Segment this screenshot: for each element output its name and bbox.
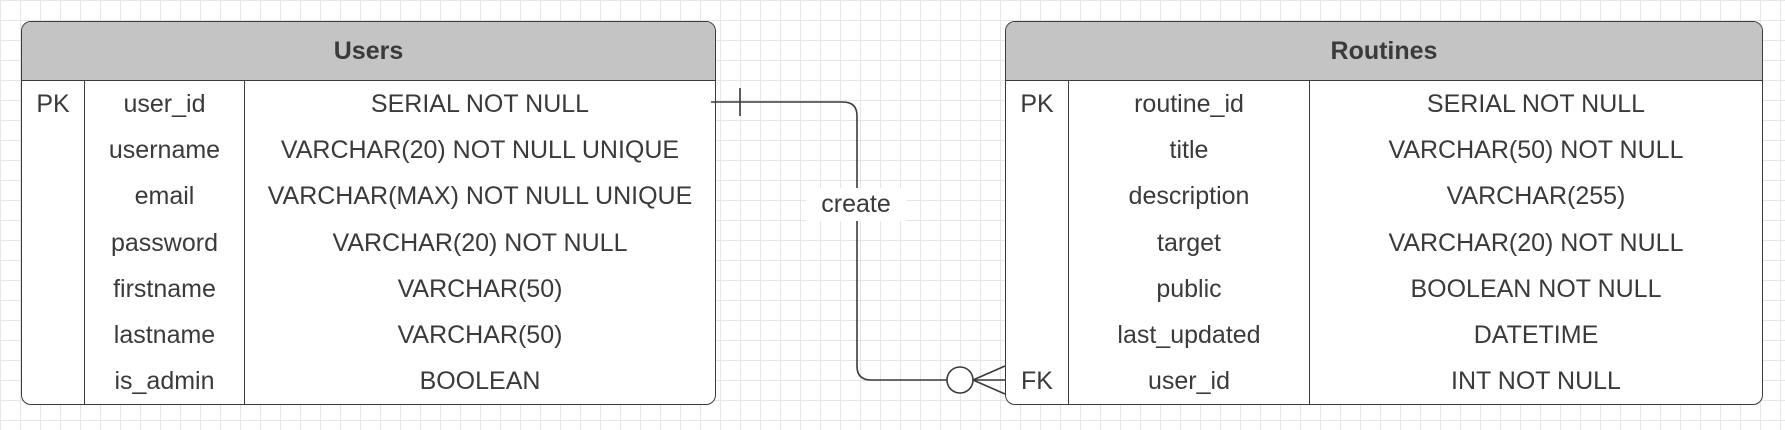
- relationship-line: [711, 101, 947, 381]
- users-field-name: is_admin: [114, 367, 215, 396]
- routines-row-key: FK: [1021, 367, 1053, 396]
- users-field-type: SERIAL NOT NULL: [370, 89, 590, 118]
- users-field-name: password: [111, 228, 218, 257]
- routines-row-key: [1006, 312, 1068, 358]
- users-row-key: [22, 220, 84, 266]
- users-row-key: [22, 359, 84, 404]
- routines-field-type: VARCHAR(20) NOT NULL: [1388, 228, 1684, 257]
- crowfoot-lower-prong: [972, 379, 1006, 395]
- routines-row-key: [1006, 174, 1068, 220]
- users-row-key: [22, 127, 84, 173]
- users-row-key: [22, 174, 84, 220]
- routines-row-key: [1006, 266, 1068, 312]
- routines-field-type: DATETIME: [1473, 321, 1599, 350]
- routines-row-key: [1006, 220, 1068, 266]
- routines-field-type: INT NOT NULL: [1451, 367, 1621, 396]
- routines-type-column: SERIAL NOT NULL VARCHAR(50) NOT NULL VAR…: [1309, 81, 1762, 404]
- users-entity-title: Users: [22, 22, 715, 81]
- crowfoot-upper-prong: [972, 365, 1006, 381]
- routines-field-name: user_id: [1148, 367, 1230, 396]
- routines-field-type: SERIAL NOT NULL: [1426, 89, 1646, 118]
- users-field-type: BOOLEAN: [419, 367, 541, 396]
- routines-entity-body: PK FK routine_id title description targe…: [1006, 81, 1762, 404]
- routines-key-column: PK FK: [1006, 81, 1068, 404]
- routines-field-type: BOOLEAN NOT NULL: [1410, 274, 1662, 303]
- zero-cardinality-circle: [946, 366, 974, 394]
- users-row-key: [22, 266, 84, 312]
- routines-field-name: last_updated: [1117, 321, 1261, 350]
- users-field-name: user_id: [123, 89, 206, 118]
- routines-row-key: [1006, 127, 1068, 173]
- users-entity[interactable]: Users PK user_id username email password…: [21, 21, 716, 405]
- routines-field-name: description: [1128, 182, 1250, 211]
- users-field-type: VARCHAR(50): [397, 321, 563, 350]
- users-row-key: PK: [36, 89, 70, 118]
- users-field-type: VARCHAR(MAX) NOT NULL UNIQUE: [267, 182, 693, 211]
- users-field-type: VARCHAR(50): [397, 274, 563, 303]
- routines-entity-title: Routines: [1006, 22, 1762, 81]
- users-field-name: firstname: [113, 274, 216, 303]
- users-row-key: [22, 312, 84, 358]
- users-field-name: email: [134, 182, 195, 211]
- routines-field-type: VARCHAR(255): [1446, 182, 1626, 211]
- users-field-name: lastname: [113, 321, 216, 350]
- users-field-type: VARCHAR(20) NOT NULL: [332, 228, 628, 257]
- relationship-label: create: [806, 188, 906, 221]
- routines-field-name: target: [1157, 228, 1221, 257]
- routines-entity[interactable]: Routines PK FK routine_id title descript…: [1005, 21, 1763, 405]
- routines-field-type: VARCHAR(50) NOT NULL: [1388, 135, 1684, 164]
- users-field-name: username: [108, 135, 221, 164]
- routines-field-name: public: [1156, 274, 1222, 303]
- users-entity-body: PK user_id username email password first…: [22, 81, 715, 404]
- users-field-type: VARCHAR(20) NOT NULL UNIQUE: [280, 135, 680, 164]
- users-type-column: SERIAL NOT NULL VARCHAR(20) NOT NULL UNI…: [244, 81, 715, 404]
- users-name-column: user_id username email password firstnam…: [84, 81, 244, 404]
- routines-field-name: routine_id: [1134, 89, 1244, 118]
- routines-name-column: routine_id title description target publ…: [1068, 81, 1309, 404]
- routines-field-name: title: [1169, 135, 1209, 164]
- users-key-column: PK: [22, 81, 84, 404]
- routines-row-key: PK: [1020, 89, 1054, 118]
